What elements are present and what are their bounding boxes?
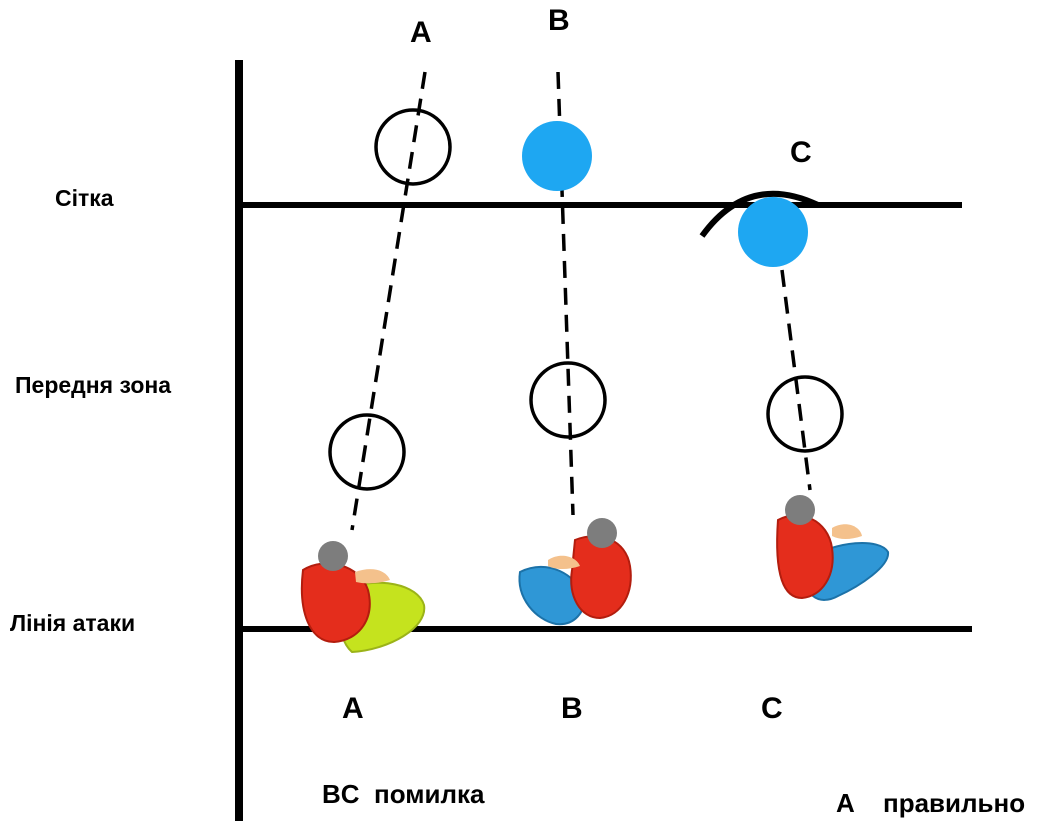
front-zone-label: Передня зона: [15, 372, 171, 398]
ball-b: [522, 121, 592, 191]
net-contact-arc: [699, 190, 820, 238]
top-label-a: A: [410, 16, 432, 49]
ball-outline-b-low: [529, 361, 607, 439]
bottom-label-a: A: [342, 692, 364, 725]
ball-outline-a-top: [374, 108, 452, 186]
legend-correct-word: правильно: [883, 788, 1025, 818]
ball-outline-c-low: [766, 375, 844, 453]
trajectory-a: [350, 71, 427, 531]
player-c-figure: [776, 495, 890, 601]
ball-outline-a-low: [328, 413, 406, 491]
legend-errors: BC помилка: [322, 779, 485, 809]
ball-c: [738, 197, 808, 267]
trajectory-b: [556, 71, 575, 516]
bottom-label-c: C: [761, 692, 783, 725]
bottom-label-b: B: [561, 692, 583, 725]
legend-correct-letter: A: [836, 788, 855, 818]
top-label-b: B: [548, 4, 570, 37]
player-b-figure: [518, 518, 632, 626]
player-a-figure: [301, 541, 426, 654]
top-label-c: C: [790, 136, 812, 169]
net-label: Сітка: [55, 185, 114, 211]
attack-line-label: Лінія атаки: [10, 610, 135, 636]
trajectory-c: [780, 269, 812, 491]
